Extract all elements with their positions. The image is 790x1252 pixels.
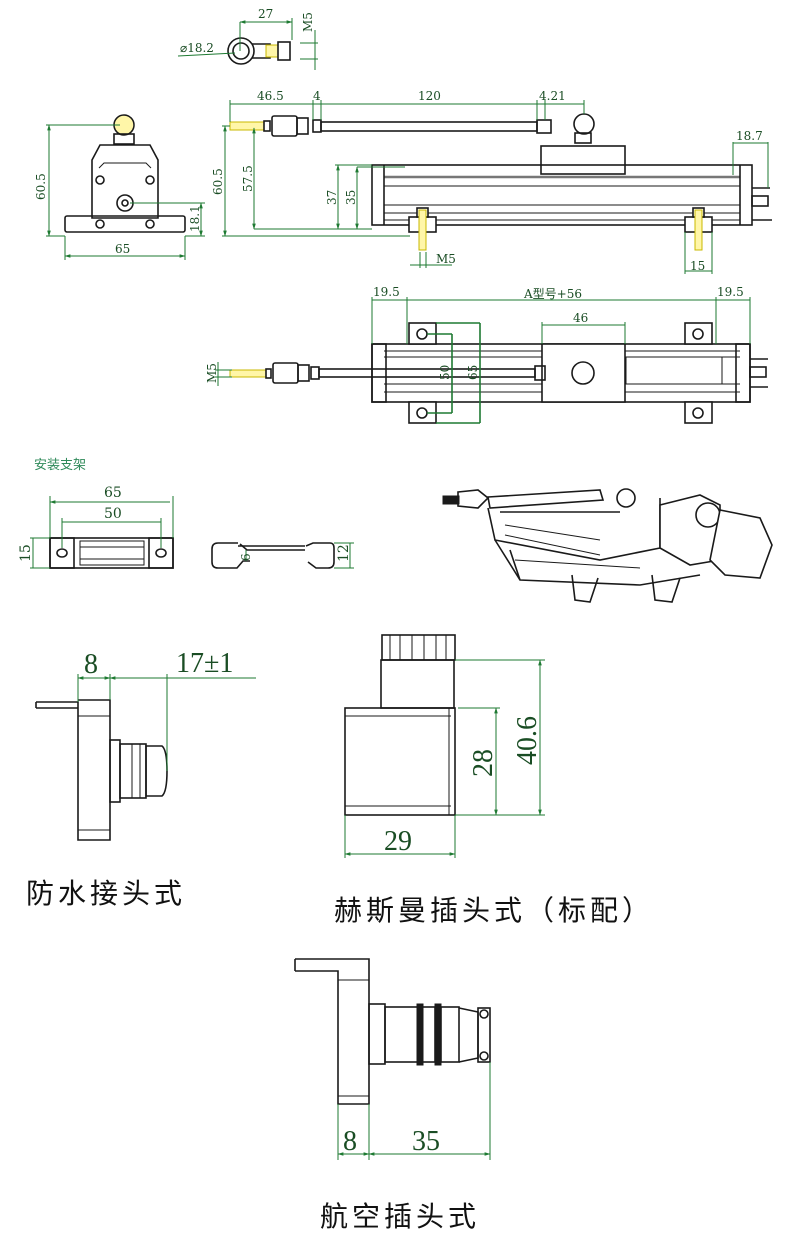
rod-end-diameter-label: ⌀18.2 (180, 41, 214, 55)
bracket-inner-spacing-label: 50 (438, 365, 452, 380)
top-body-length-label: A型号+56 (523, 287, 582, 301)
side-height-4-label: 35 (344, 190, 358, 205)
rod-segment-3-label: 120 (418, 89, 441, 103)
rod-segment-4-label: 4.21 (539, 89, 566, 103)
slider-width-label: 46 (573, 311, 588, 325)
hirschmann-body-height-label: 28 (468, 749, 499, 777)
side-height-1-label: 60.5 (211, 168, 225, 195)
hirschmann-connector: 29 28 40.6 赫斯曼插头式（标配） (334, 634, 654, 927)
aviation-connector-caption: 航空插头式 (320, 1200, 480, 1233)
bracket-hole-spacing-label: 50 (104, 506, 122, 522)
rod-segment-2-label: 4 (313, 89, 321, 103)
end-view: 60.5 18.1 65 (34, 114, 205, 260)
side-height-2-label: 57.5 (241, 165, 255, 192)
top-left-margin-label: 19.5 (373, 285, 400, 299)
side-view: 46.5 4 120 4.21 60.5 57.5 37 35 18.7 M5 … (211, 89, 772, 274)
rod-end-detail: 27 ⌀18.2 M5 (177, 7, 318, 70)
top-rod-thread-label: M5 (205, 363, 219, 383)
aviation-length-label: 35 (412, 1126, 440, 1157)
bracket-length-label: 65 (104, 485, 122, 501)
bracket-outer-spacing-label: 65 (466, 365, 480, 380)
rod-end-thread-label: M5 (301, 12, 315, 32)
end-view-width-label: 65 (115, 242, 130, 256)
waterproof-length-label: 17±1 (176, 648, 233, 679)
waterproof-connector-caption: 防水接头式 (26, 877, 186, 910)
top-right-margin-label: 19.5 (717, 285, 744, 299)
aviation-connector: 8 35 航空插头式 (294, 958, 491, 1233)
end-view-center-height-label: 18.1 (188, 205, 202, 232)
profile-height-label: 12 (336, 544, 352, 562)
aviation-flange-label: 8 (343, 1126, 357, 1157)
mount-thread-label: M5 (436, 252, 456, 266)
profile-gap-label: 6 (239, 553, 253, 561)
rod-segment-1-label: 46.5 (257, 89, 284, 103)
end-view-height-label: 60.5 (34, 173, 48, 200)
hirschmann-width-label: 29 (384, 826, 412, 857)
side-height-3-label: 37 (325, 190, 339, 205)
bracket-title: 安装支架 (34, 458, 86, 473)
hirschmann-connector-caption: 赫斯曼插头式（标配） (334, 894, 654, 927)
bracket-width-label: 15 (18, 544, 34, 562)
mounting-bracket: 安装支架 65 50 15 6 12 (18, 458, 354, 569)
isometric-view (442, 488, 773, 603)
mount-width-label: 15 (690, 259, 705, 273)
waterproof-flange-label: 8 (84, 649, 98, 680)
top-view: 19.5 A型号+56 19.5 46 50 65 M5 (205, 285, 768, 424)
hirschmann-total-height-label: 40.6 (512, 716, 543, 765)
end-cap-width-label: 18.7 (736, 129, 763, 143)
rod-end-length-label: 27 (258, 7, 273, 21)
waterproof-connector: 8 17±1 防水接头式 (26, 648, 256, 910)
